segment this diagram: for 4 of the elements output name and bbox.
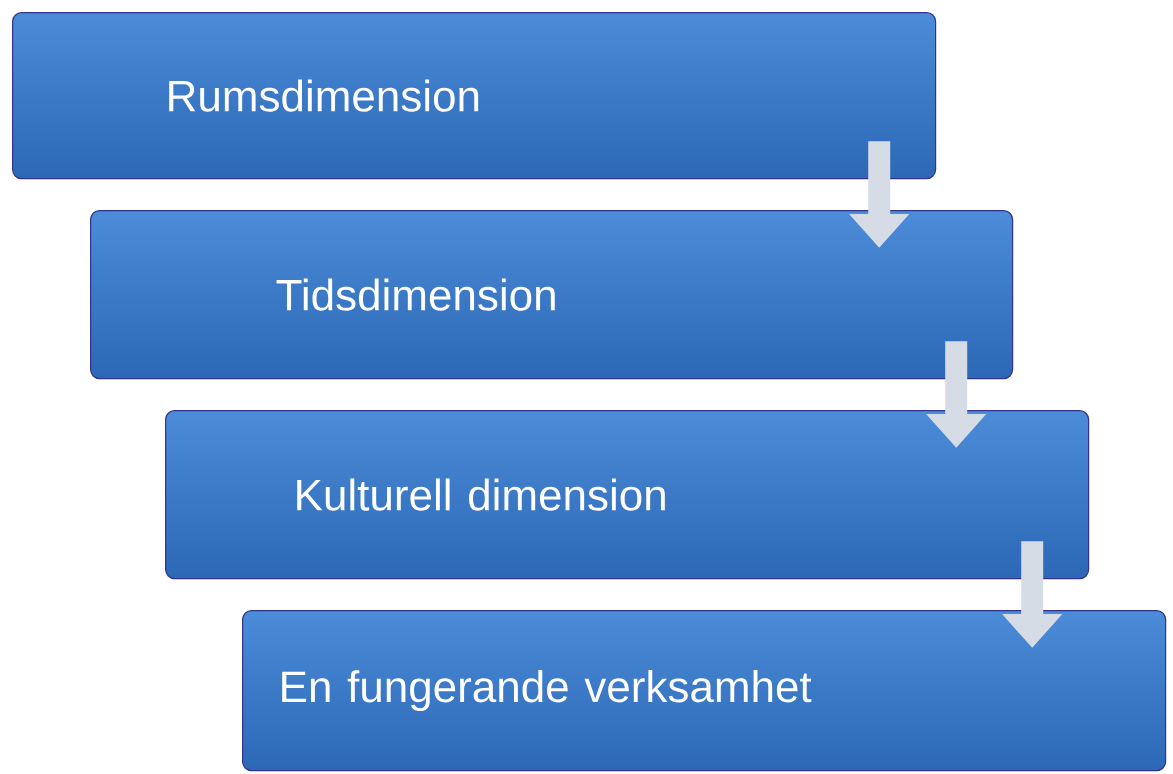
process-box: En fungerande verksamhet — [242, 610, 1167, 772]
process-box: Tidsdimension — [90, 210, 1014, 380]
process-box: Kulturell dimension — [165, 410, 1090, 580]
process-box: Rumsdimension — [12, 12, 937, 180]
